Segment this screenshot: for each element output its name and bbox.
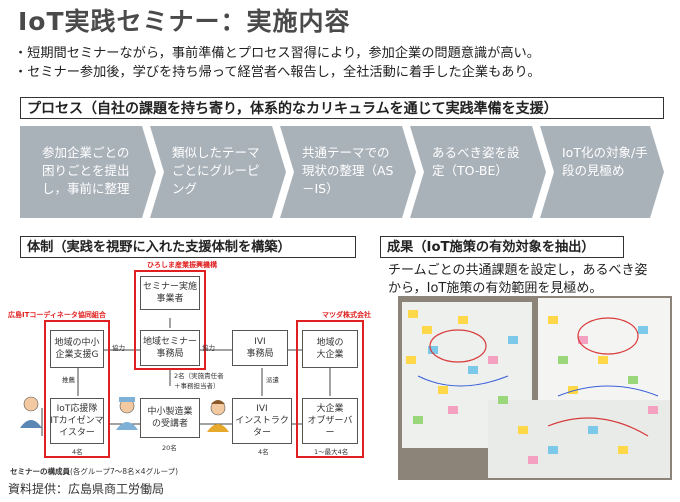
person-icons — [20, 396, 229, 432]
results-heading: 成果（IoT施策の有効対象を抽出） — [380, 236, 624, 258]
org-top-label: ひろしま産業振興機構 — [147, 261, 217, 269]
label-count-4a: 4名 — [72, 448, 83, 456]
box-sme-trainee: 中小製造業の受講者 — [140, 398, 200, 438]
box-local-large: 地域の大企業 — [302, 330, 358, 368]
results-photo — [398, 296, 672, 480]
label-coop-right: 協力 — [202, 344, 215, 352]
label-count-20: 20名 — [162, 444, 177, 452]
structure-heading: 体制（実践を視野に入れた支援体制を構築） — [20, 236, 356, 258]
box-large-observer: 大企業オブザーバー — [302, 398, 358, 444]
person-icon — [207, 400, 229, 432]
bullet-item: ・セミナー参加後，学びを持ち帰って経営者へ報告し，全社活動に着手した企業もあり。 — [14, 65, 541, 80]
process-heading: プロセス（自社の課題を持ち寄り，体系的なカリキュラムを通じて実践準備を支援） — [20, 97, 664, 119]
label-composition: セミナーの構成員(各グループ7～8名×4グループ) — [10, 467, 179, 476]
source-credit: 資料提供：広島県商工労働局 — [8, 482, 165, 496]
bullet-list: ・短期間セミナーながら，事前準備とプロセス習得により，参加企業の問題意識が高い。… — [14, 44, 541, 82]
org-right-label: マツダ株式会社 — [322, 311, 371, 319]
label-coop-left: 協力 — [112, 344, 125, 352]
box-seminar-exec: セミナー実施事業者 — [140, 276, 200, 310]
results-text: チームごとの共通課題を設定し，あるべき姿 から，IoT施策の有効範囲を見極め。 — [388, 263, 648, 296]
process-step-1: 参加企業ごとの困りごとを提出し，事前に整理 — [20, 126, 156, 218]
label-count-4b: 4名 — [258, 448, 269, 456]
org-diagram: ひろしま産業振興機構 セミナー実施事業者 地域セミナー事務局 広島ITコーディネ… — [0, 258, 380, 480]
person-icon — [116, 397, 138, 430]
page-title: IoT実践セミナー：実施内容 — [18, 7, 351, 36]
label-participants-note: 2名（実施責任者 ＋事務担当者） — [174, 372, 224, 390]
label-dispatch: 派遣 — [266, 376, 279, 384]
red-frame-left — [44, 320, 110, 458]
red-frame-right — [296, 320, 364, 458]
bullet-item: ・短期間セミナーながら，事前準備とプロセス習得により，参加企業の問題意識が高い。 — [14, 46, 540, 61]
person-icon — [20, 396, 42, 428]
org-left-label: 広島ITコーディネータ協同組合 — [8, 311, 106, 319]
process-step-4: あるべき姿を設定（TO-BE） — [410, 126, 546, 218]
red-frame-center — [134, 270, 206, 370]
box-local-sme: 地域の中小企業支援G — [50, 330, 104, 368]
label-count-max: 1～最大4名 — [314, 448, 349, 456]
process-step-2: 類似したテーマごとにグルーピング — [150, 126, 286, 218]
process-steps: 参加企業ごとの困りごとを提出し，事前に整理 類似したテーマごとにグルーピング 共… — [20, 126, 664, 218]
label-recommend: 推薦 — [62, 376, 75, 384]
process-step-3: 共通テーマでの現状の整理（AS－IS） — [280, 126, 416, 218]
process-step-5: IoT化の対象/手段の見極め — [540, 126, 664, 218]
box-seminar-office: 地域セミナー事務局 — [140, 330, 200, 366]
